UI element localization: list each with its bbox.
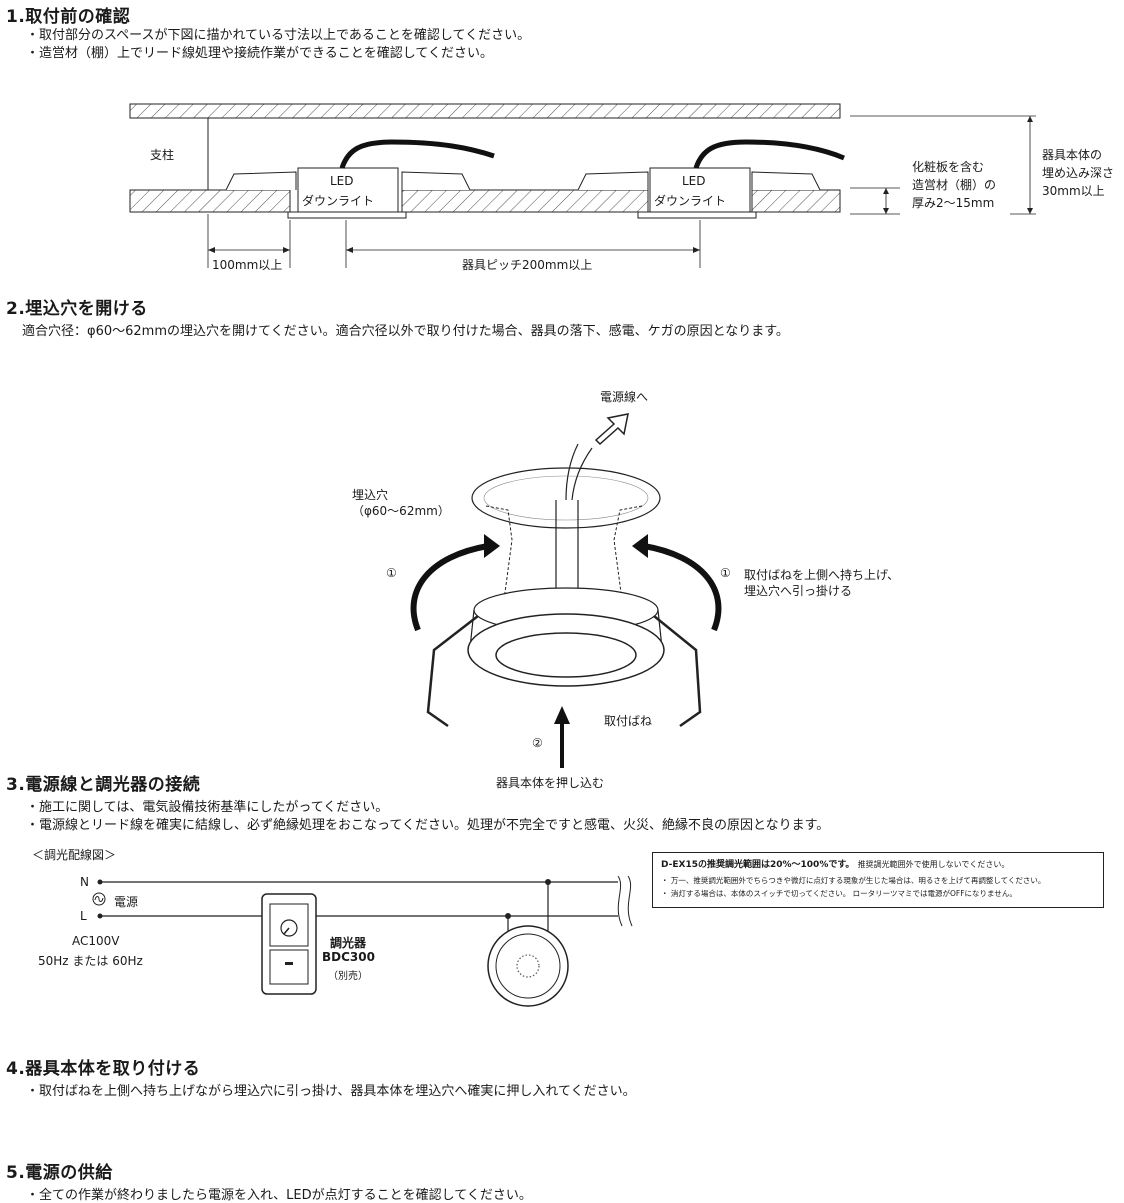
lead-wire-right (693, 139, 845, 169)
dimmer-model: BDC300 (322, 950, 375, 964)
wiring-diagram (92, 875, 633, 1007)
sold-separately: （別売） (328, 971, 368, 982)
wiring-diagram-label: ＜調光配線図＞ (32, 848, 117, 862)
power-direction-arrow (594, 413, 629, 446)
thickness-label-2: 造営材（棚）の (912, 178, 997, 192)
spring-instruction-1: 取付ばねを上側へ持ち上げ、 (744, 568, 900, 582)
depth-label-1: 器具本体の (1042, 148, 1103, 162)
n-label: N (80, 875, 89, 889)
section4-title: 4.器具本体を取り付ける (6, 1059, 201, 1079)
thickness-label-1: 化粧板を含む (912, 160, 985, 174)
ac-voltage: AC100V (72, 934, 120, 948)
shelf-board-mid (401, 189, 649, 213)
dimming-notice-title: D-EX15の推奨調光範囲は20%～100%です。 推奨調光範囲外で使用しないで… (661, 860, 1010, 870)
installation-clearance-diagram (129, 103, 1036, 268)
section5-bullet-1: ・全ての作業が終わりましたら電源を入れ、LEDが点灯することを確認してください。 (26, 1188, 532, 1203)
section1-bullet-2: ・造営材（棚）上でリード線処理や接続作業ができることを確認してください。 (26, 46, 493, 61)
dimming-note-1: ・ 万一、推奨調光範囲外でちらつきや微灯に点灯する現象が生じた場合は、明るさを上… (661, 876, 1046, 885)
dimming-notice-box: D-EX15の推奨調光範囲は20%～100%です。 推奨調光範囲外で使用しないで… (652, 852, 1104, 908)
section2-title: 2.埋込穴を開ける (6, 299, 148, 319)
push-label: 器具本体を押し込む (496, 776, 605, 790)
frequency: 50Hz または 60Hz (38, 954, 143, 968)
section2-bullet-1: 適合穴径：φ60～62mmの埋込穴を開けてください。適合穴径以外で取り付けた場合… (22, 324, 789, 339)
mount-spring-left (426, 615, 479, 728)
dimmer-label: 調光器 (330, 936, 367, 950)
step1-marker-left: ① (386, 566, 397, 580)
ceiling-board (129, 103, 841, 119)
downlight-left (297, 167, 399, 213)
step1-marker-right: ① (720, 566, 731, 580)
dim-100mm: 100mm以上 (212, 258, 283, 272)
section3-bullet-2: ・電源線とリード線を確実に結線し、必ず絶縁処理をおこなってください。処理が不完全… (26, 818, 830, 833)
support-label: 支柱 (150, 148, 175, 162)
downlight-label-right: ダウンライト (654, 194, 727, 208)
section3-bullet-1: ・施工に関しては、電気設備技術基準にしたがってください。 (26, 800, 389, 815)
mount-spring-right (653, 615, 702, 728)
section5-title: 5.電源の供給 (6, 1163, 113, 1183)
depth-label-2: 埋め込み深さ (1042, 166, 1115, 180)
hole-label-2: （φ60～62mm） (352, 504, 450, 518)
thickness-label-3: 厚み2～15mm (912, 196, 995, 210)
mounting-diagram (410, 413, 722, 768)
dim-pitch: 器具ピッチ200mm以上 (462, 258, 593, 272)
depth-label-3: 30mm以上 (1042, 184, 1105, 198)
section3-title: 3.電源線と調光器の接続 (6, 775, 201, 795)
section4-bullet-1: ・取付ばねを上側へ持ち上げながら埋込穴に引っ掛け、器具本体を埋込穴へ確実に押し入… (26, 1084, 636, 1099)
lead-wire-left (339, 139, 495, 169)
hole-label-1: 埋込穴 (352, 488, 389, 502)
led-label-left: LED (330, 174, 354, 188)
led-label-right: LED (682, 174, 706, 188)
power-to-label: 電源線へ (600, 390, 649, 404)
spring-label: 取付ばね (604, 714, 653, 728)
power-label: 電源 (114, 895, 139, 909)
l-label: L (80, 909, 87, 923)
shelf-board-left (129, 189, 291, 213)
step2-marker: ② (532, 736, 543, 750)
dimming-note-2: ・ 消灯する場合は、本体のスイッチで切ってください。 ロータリーツマミでは電源が… (661, 889, 1017, 898)
section1-title: 1.取付前の確認 (6, 7, 131, 27)
spring-instruction-2: 埋込穴へ引っ掛ける (744, 584, 853, 598)
section1-bullet-1: ・取付部分のスペースが下図に描かれている寸法以上であることを確認してください。 (26, 28, 531, 43)
downlight-label-left: ダウンライト (302, 194, 375, 208)
